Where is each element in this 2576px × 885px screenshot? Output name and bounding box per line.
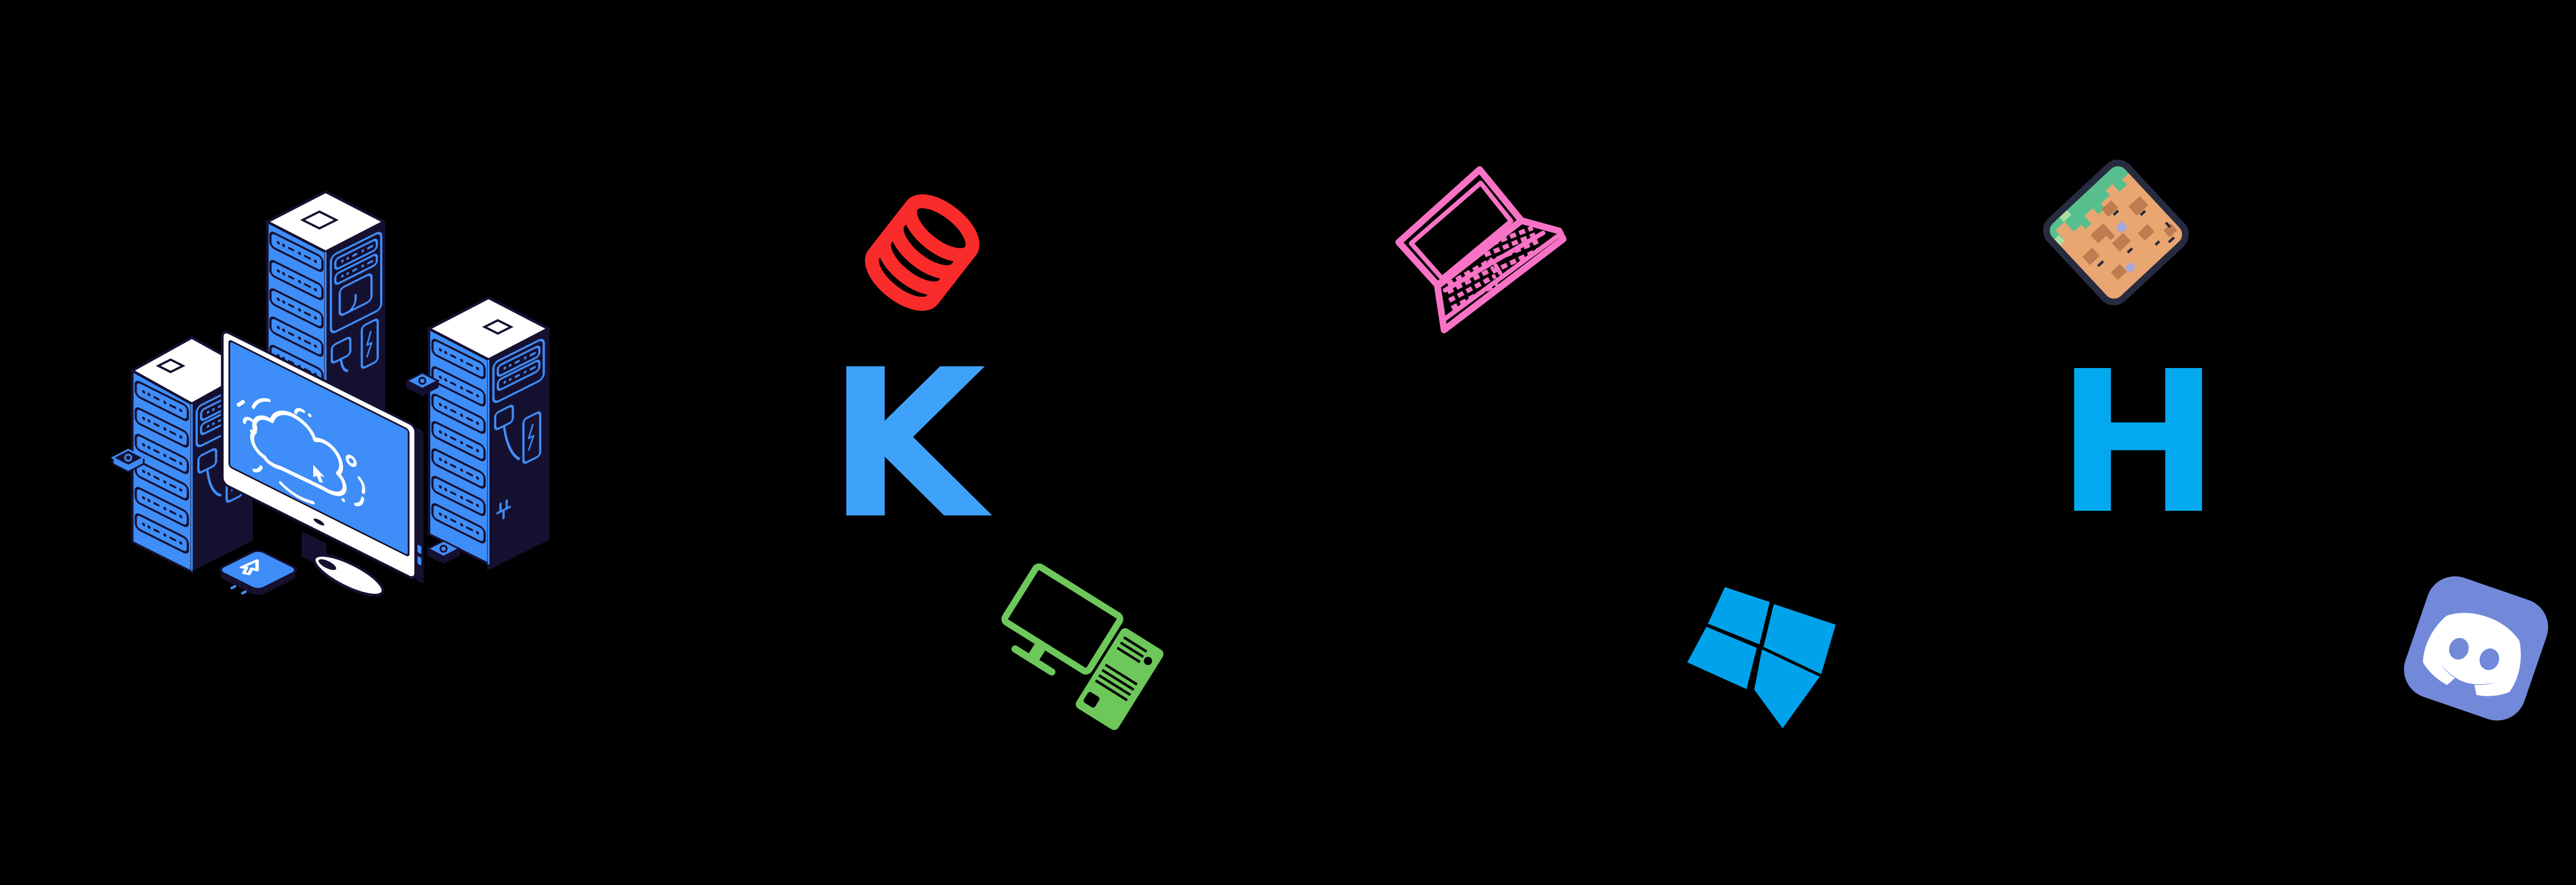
cursor-icon (240, 559, 259, 575)
chip-middle (404, 372, 440, 396)
letter-k: K (827, 325, 986, 564)
laptop-icon (1395, 166, 1567, 333)
cloud-doodle (236, 398, 365, 507)
chip-bottom (426, 540, 461, 564)
database-icon (865, 194, 980, 311)
letter-h: H (2056, 329, 2221, 557)
minecraft-grass-block-icon (2041, 157, 2189, 306)
desktop-computer-icon (1001, 563, 1163, 730)
cloud-servers-illustration (111, 190, 551, 597)
windows-logo-icon (1687, 587, 1836, 728)
server-tower-right (426, 296, 551, 571)
discord-icon (2404, 576, 2548, 721)
discord-mascot (2422, 613, 2521, 696)
cloud-monitor (221, 330, 424, 597)
chip-left (111, 448, 146, 473)
mouse-pad (218, 550, 297, 595)
keyboard-keys (1446, 225, 1541, 310)
